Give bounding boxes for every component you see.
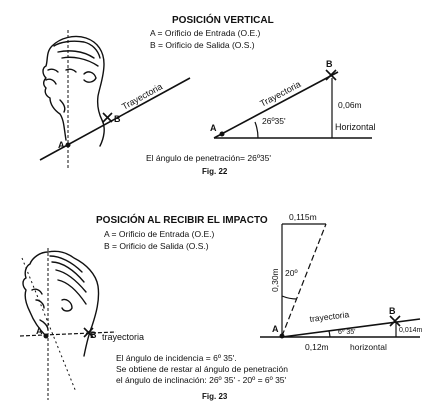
fig23-head-entry-point bbox=[43, 333, 49, 339]
fig23-head-inclination-line bbox=[21, 257, 77, 393]
fig23-entry-point bbox=[279, 333, 285, 339]
fig23-base-measure: 0,12m bbox=[305, 342, 329, 352]
fig22-legend-a: A = Orificio de Entrada (O.E.) bbox=[150, 28, 260, 38]
fig23-small-height: 0,014m bbox=[399, 327, 423, 334]
fig23-head-exit-cross-icon bbox=[83, 327, 94, 338]
fig23-exit-cross-icon bbox=[389, 315, 401, 327]
fig22-head-illustration bbox=[42, 35, 105, 147]
fig22-group: POSICIÓN VERTICAL A = Orificio de Entrad… bbox=[39, 13, 376, 176]
fig22-head-entry-point bbox=[65, 142, 71, 148]
fig23-head-horizontal-line bbox=[19, 331, 117, 337]
fig23-label-b: B bbox=[389, 306, 396, 316]
fig23-group: POSICIÓN AL RECIBIR EL IMPACTO A = Orifi… bbox=[19, 212, 423, 401]
fig22-caption: El ángulo de penetración= 26º35' bbox=[146, 153, 271, 163]
fig23-angle-top: 20º bbox=[285, 268, 298, 278]
fig22-head-exit-cross-icon bbox=[102, 112, 113, 123]
fig22-entry-point bbox=[219, 131, 225, 137]
fig23-small-angle-arc bbox=[328, 330, 331, 338]
fig23-legend-a: A = Orificio de Entrada (O.E.) bbox=[104, 229, 214, 239]
fig22-title: POSICIÓN VERTICAL bbox=[172, 13, 274, 26]
fig22-label-b: B bbox=[326, 59, 333, 69]
fig23-head-label-a: A bbox=[36, 326, 43, 336]
fig23-caption-3: el ángulo de inclinación: 26º 35' - 20º … bbox=[116, 375, 287, 385]
fig23-angle-arc bbox=[281, 295, 298, 300]
fig22-angle-label: 26º35' bbox=[262, 116, 286, 126]
fig23-head-trajectory-label: trayectoria bbox=[102, 332, 144, 342]
fig23-small-angle: 6º 35' bbox=[338, 329, 356, 336]
fig23-head-label-b: B bbox=[90, 330, 97, 340]
fig22-legend-b: B = Orificio de Salida (O.S.) bbox=[150, 40, 255, 50]
fig23-fig-label: Fig. 23 bbox=[202, 392, 228, 401]
fig22-angle-arc bbox=[254, 121, 259, 139]
fig23-top-measure: 0,115m bbox=[289, 212, 317, 222]
fig22-horizontal-label: Horizontal bbox=[335, 122, 376, 132]
fig22-fig-label: Fig. 22 bbox=[202, 167, 228, 176]
fig22-head-label-b: B bbox=[114, 114, 121, 124]
fig23-title: POSICIÓN AL RECIBIR EL IMPACTO bbox=[96, 213, 268, 226]
fig23-legend-b: B = Orificio de Salida (O.S.) bbox=[104, 241, 209, 251]
fig23-vertical-measure: 0,30m bbox=[270, 268, 280, 292]
fig23-trajectory-label: trayectoria bbox=[309, 309, 350, 324]
fig22-trajectory-line bbox=[213, 71, 339, 139]
fig22-height-label: 0,06m bbox=[338, 100, 362, 110]
fig22-label-a: A bbox=[210, 123, 217, 133]
fig22-exit-cross-icon bbox=[325, 69, 337, 81]
fig23-caption-1: El ángulo de incidencia = 6º 35'. bbox=[116, 353, 237, 363]
fig23-horizontal-label: horizontal bbox=[350, 342, 387, 352]
fig23-head-illustration bbox=[22, 250, 100, 357]
fig23-inclination-line bbox=[281, 223, 327, 337]
fig23-label-a: A bbox=[272, 324, 279, 334]
fig22-head-trajectory-line bbox=[39, 77, 191, 161]
fig23-caption-2: Se obtiene de restar al ángulo de penetr… bbox=[116, 364, 288, 374]
fig22-head-label-a: A bbox=[58, 140, 65, 150]
